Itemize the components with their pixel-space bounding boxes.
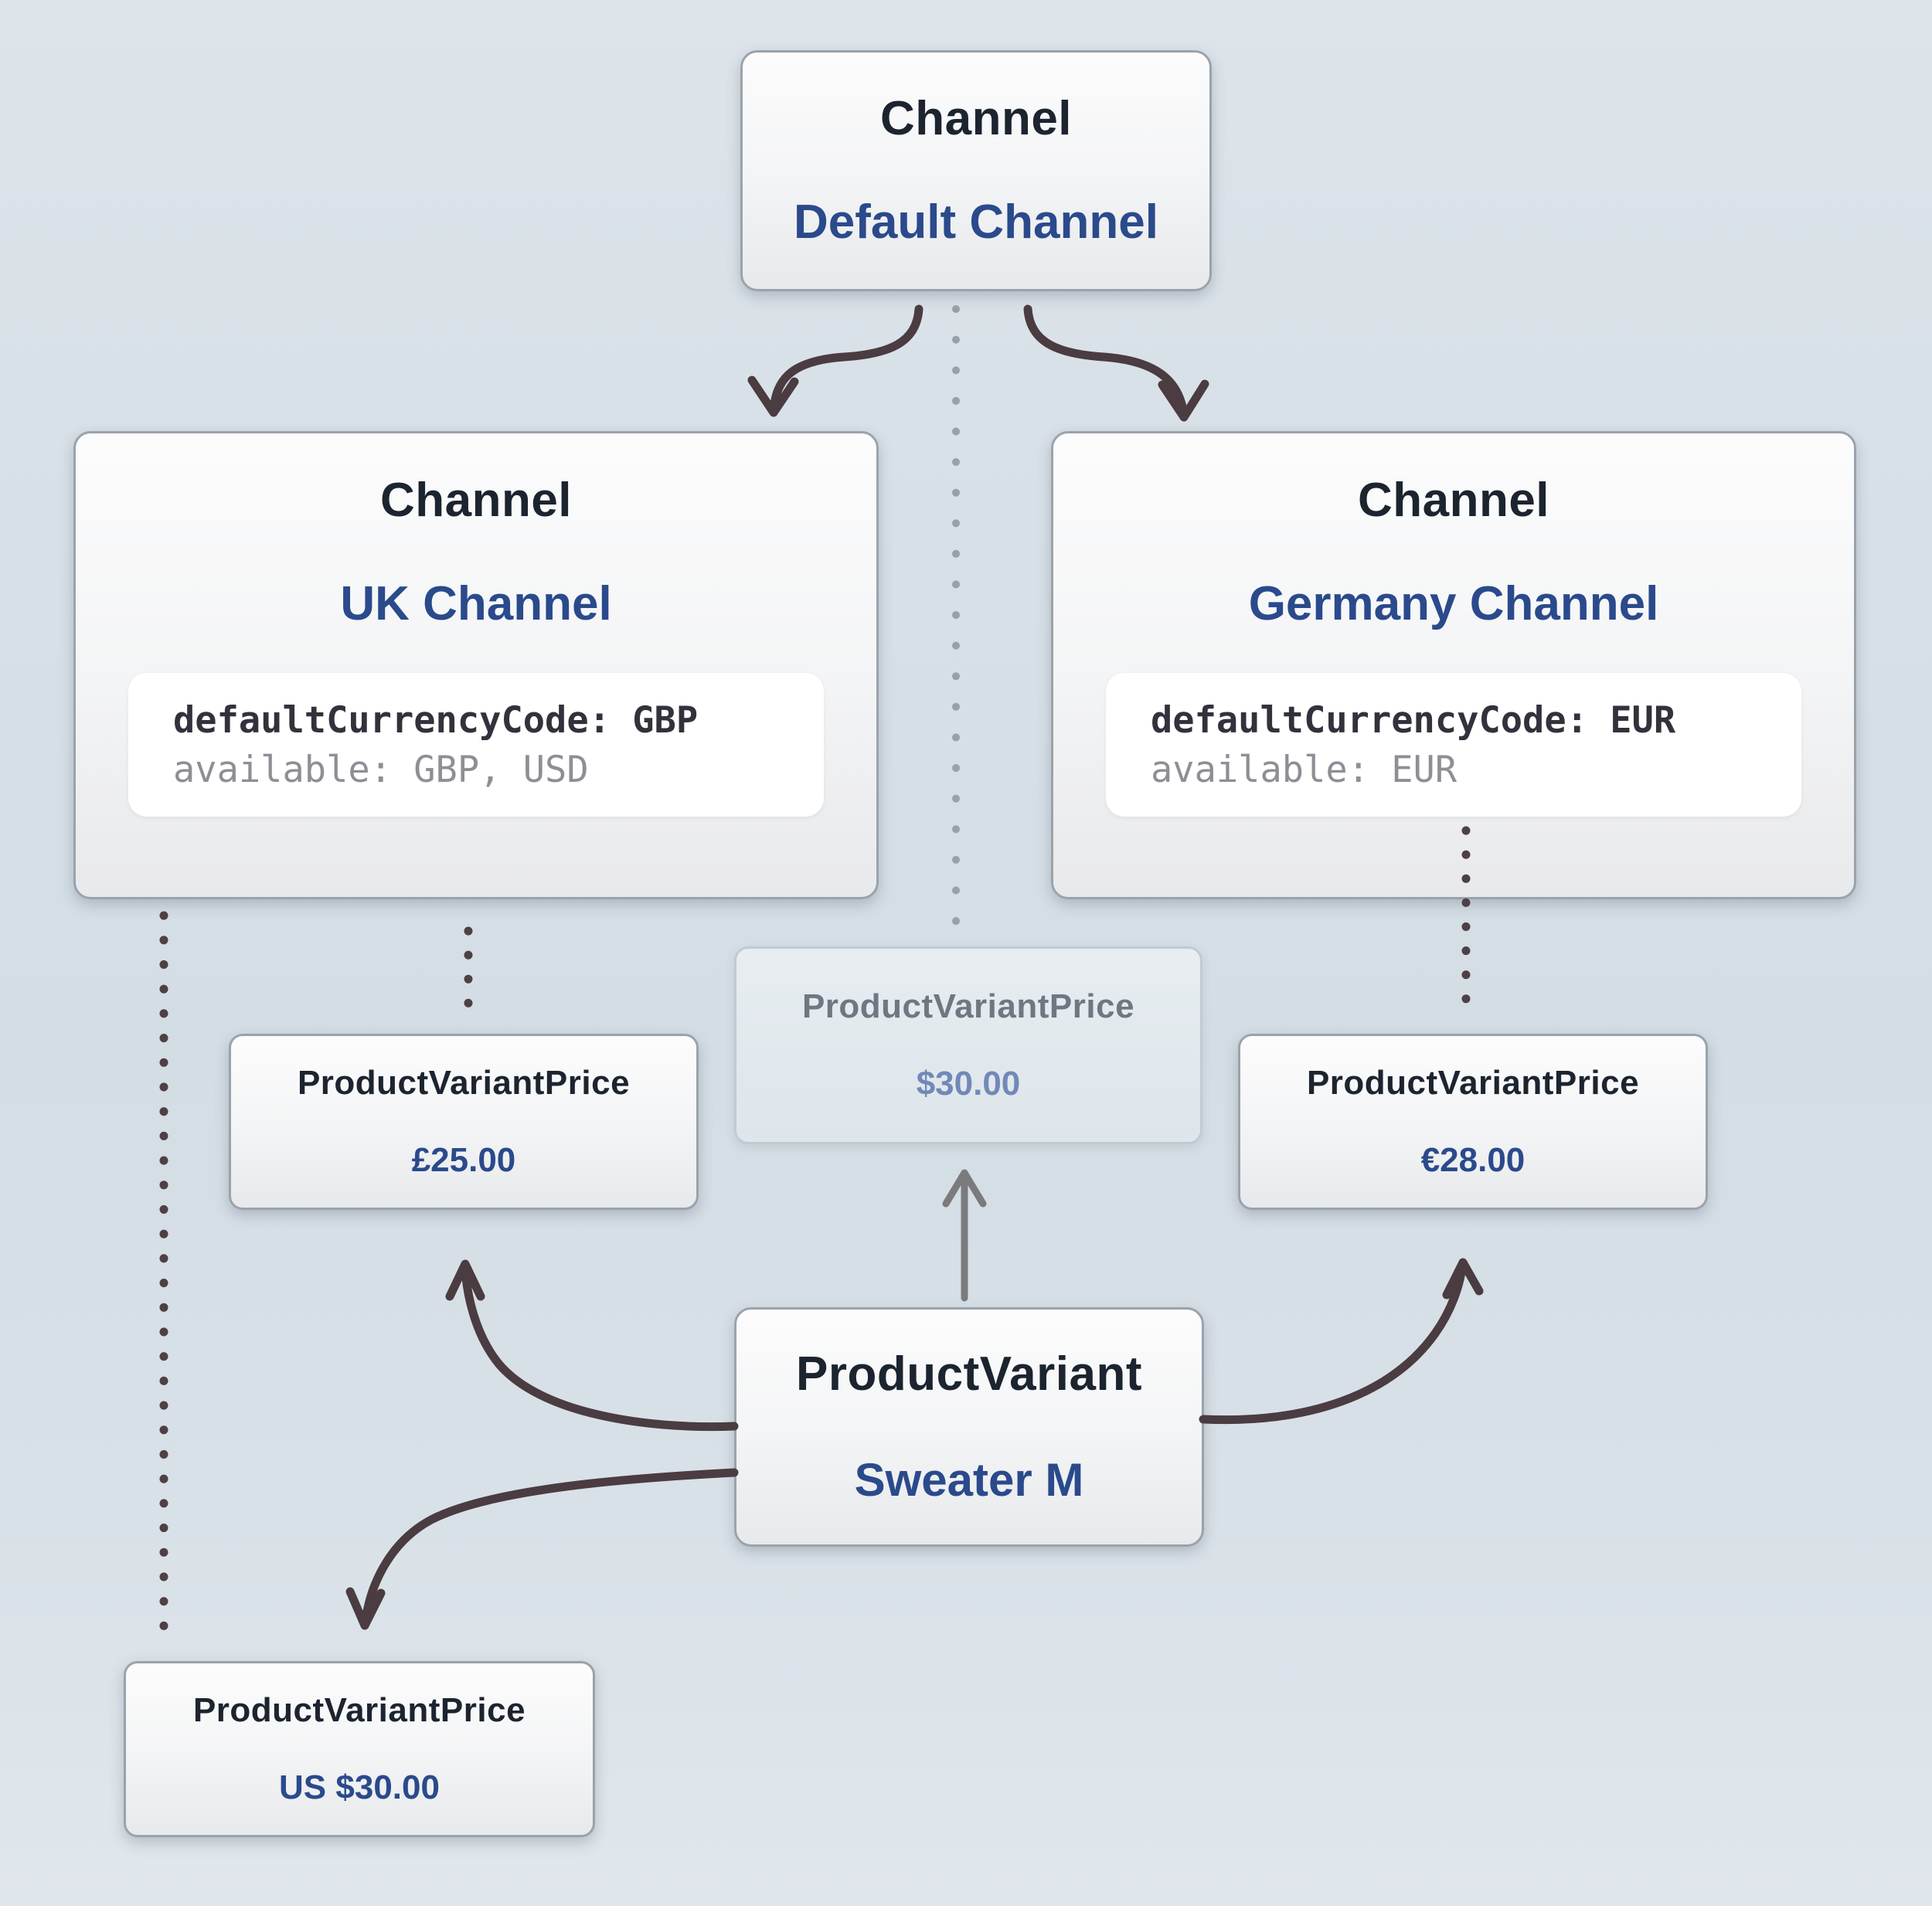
arrow-variant-to-ghost-price: [942, 1169, 987, 1302]
available-currencies-line: available: EUR: [1151, 749, 1458, 791]
node-uk-price: ProductVariantPrice £25.00: [229, 1034, 699, 1210]
node-type-label: ProductVariant: [796, 1347, 1142, 1401]
node-default-channel: Channel Default Channel: [740, 50, 1212, 291]
node-germany-price: ProductVariantPrice €28.00: [1238, 1034, 1708, 1210]
node-entity-name: Default Channel: [794, 195, 1158, 249]
currency-code-box: defaultCurrencyCode: EUR available: EUR: [1106, 673, 1801, 817]
node-type-label: ProductVariantPrice: [1306, 1064, 1640, 1102]
node-product-variant: ProductVariant Sweater M: [734, 1307, 1204, 1547]
arrow-variant-to-us-price: [345, 1468, 739, 1630]
node-default-price-ghost: ProductVariantPrice $30.00: [734, 946, 1202, 1144]
arrow-variant-to-germany-price: [1199, 1258, 1484, 1425]
available-currencies-line: available: GBP, USD: [173, 749, 589, 791]
node-type-label: Channel: [879, 92, 1073, 145]
price-value: $30.00: [916, 1065, 1021, 1102]
node-type-label: ProductVariantPrice: [801, 987, 1135, 1025]
arrow-default-to-germany-channel: [1023, 304, 1209, 422]
node-uk-channel: Channel UK Channel defaultCurrencyCode: …: [73, 431, 879, 899]
node-entity-name: UK Channel: [340, 577, 612, 630]
node-type-label: ProductVariantPrice: [192, 1691, 526, 1729]
default-currency-line: defaultCurrencyCode: EUR: [1151, 699, 1676, 742]
node-entity-name: Germany Channel: [1248, 577, 1659, 630]
price-value: £25.00: [411, 1141, 516, 1179]
arrow-default-to-uk-channel: [747, 304, 923, 417]
price-value: €28.00: [1420, 1141, 1526, 1179]
node-type-label: ProductVariantPrice: [297, 1064, 631, 1102]
arrow-variant-to-uk-price: [445, 1259, 739, 1432]
node-us-price: ProductVariantPrice US $30.00: [124, 1661, 595, 1837]
node-type-label: Channel: [1357, 474, 1550, 527]
default-currency-line: defaultCurrencyCode: GBP: [173, 699, 699, 742]
currency-code-box: defaultCurrencyCode: GBP available: GBP,…: [128, 673, 824, 817]
node-entity-name: Sweater M: [854, 1454, 1084, 1506]
node-germany-channel: Channel Germany Channel defaultCurrencyC…: [1051, 431, 1856, 899]
price-value: US $30.00: [279, 1768, 440, 1806]
node-type-label: Channel: [379, 474, 573, 527]
